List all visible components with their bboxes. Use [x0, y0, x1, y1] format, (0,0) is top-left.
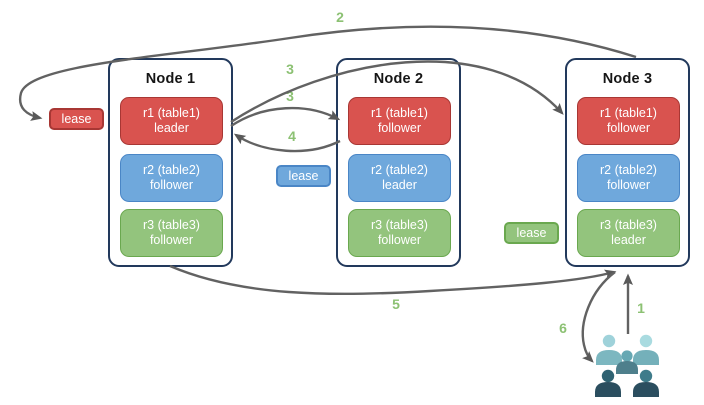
replica-role: leader	[382, 178, 417, 192]
replica-name: r2 (table2)	[371, 162, 428, 177]
node1-replica-r1: r1 (table1) leader	[120, 97, 223, 145]
node2-replica-r3: r3 (table3) follower	[348, 209, 451, 257]
step-label-3b: 3	[286, 88, 294, 104]
node-1-title: Node 1	[145, 71, 196, 87]
node3-replica-r1: r1 (table1) follower	[577, 97, 680, 145]
node-1-box: Node 1 r1 (table1) leader r2 (table2) fo…	[108, 58, 233, 267]
replica-role: follower	[149, 178, 194, 192]
replica-name: r1 (table1)	[371, 105, 428, 120]
clients-group-icon	[595, 334, 659, 397]
replica-name: r1 (table1)	[143, 105, 200, 120]
arrow-step-3-to-node2	[230, 106, 341, 127]
replica-name: r3 (table3)	[371, 217, 428, 232]
replica-name: r2 (table2)	[600, 162, 657, 177]
lease-badge-r2: lease	[276, 165, 331, 187]
node-3-box: Node 3 r1 (table1) follower r2 (table2) …	[565, 58, 690, 267]
replica-name: r2 (table2)	[143, 162, 200, 177]
step-label-4: 4	[288, 128, 296, 144]
step-label-6: 6	[559, 320, 567, 336]
node1-replica-r2: r2 (table2) follower	[120, 154, 223, 202]
node3-replica-r2: r2 (table2) follower	[577, 154, 680, 202]
node1-replica-r3: r3 (table3) follower	[120, 209, 223, 257]
replica-role: follower	[377, 233, 422, 247]
step-label-3a: 3	[286, 61, 294, 77]
step-label-5: 5	[392, 296, 400, 312]
node-3-title: Node 3	[602, 71, 653, 87]
arrow-step-5	[169, 264, 617, 296]
replica-name: r3 (table3)	[143, 217, 200, 232]
lease-badge-r3: lease	[504, 222, 559, 244]
lease-badge-r1: lease	[49, 108, 104, 130]
replica-role: leader	[154, 121, 189, 135]
node-2-title: Node 2	[373, 71, 424, 87]
replica-name: r3 (table3)	[600, 217, 657, 232]
node-2-box: Node 2 r1 (table1) follower r2 (table2) …	[336, 58, 461, 267]
node3-replica-r3: r3 (table3) leader	[577, 209, 680, 257]
replica-role: follower	[606, 178, 651, 192]
replica-role: follower	[377, 121, 422, 135]
step-label-1: 1	[637, 300, 645, 316]
replica-role: follower	[149, 233, 194, 247]
node2-replica-r1: r1 (table1) follower	[348, 97, 451, 145]
replica-role: leader	[611, 233, 646, 247]
node2-replica-r2: r2 (table2) leader	[348, 154, 451, 202]
arrow-step-6	[581, 271, 616, 363]
replica-role: follower	[606, 121, 651, 135]
replica-name: r1 (table1)	[600, 105, 657, 120]
step-label-2: 2	[336, 9, 344, 25]
